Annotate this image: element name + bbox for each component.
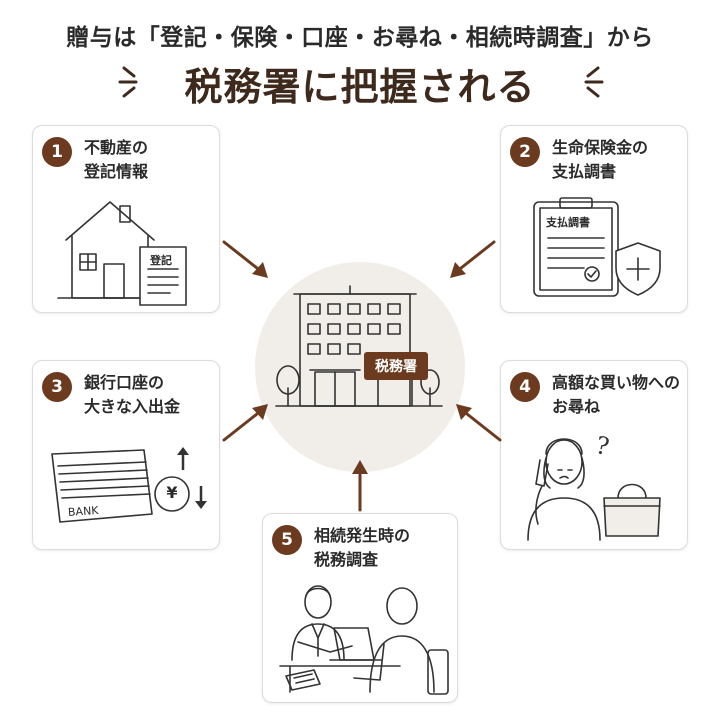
arrow-from-card-2 — [450, 240, 496, 278]
arrow-from-card-3 — [222, 404, 268, 442]
shield-plus-icon — [615, 242, 661, 296]
bankbook-label: BANK — [67, 503, 99, 520]
card-3-number-badge: 3 — [42, 372, 72, 402]
registry-document-label: 登記 — [150, 254, 172, 267]
arrow-down-icon — [195, 486, 207, 509]
card-1-number-badge: 1 — [42, 137, 72, 167]
card-5-number-badge: 5 — [272, 525, 302, 555]
card-2-label: 生命保険金の 支払調書 — [552, 138, 649, 181]
yen-symbol: ¥ — [166, 483, 178, 502]
arrow-from-card-1 — [222, 240, 268, 278]
clipboard-icon — [533, 197, 619, 297]
arrow-from-card-4 — [456, 404, 502, 442]
card-4-label: 高額な買い物への お尋ね — [552, 373, 681, 416]
card-4-number-badge: 4 — [510, 372, 540, 402]
tax-audit-meeting-icon — [279, 585, 449, 695]
registry-document-icon — [139, 246, 187, 306]
woman-on-phone-icon — [527, 438, 601, 541]
tax-office-sign: 税務署 — [364, 352, 428, 380]
card-2-number-badge: 2 — [510, 137, 540, 167]
sparkle-right-icon — [584, 66, 604, 98]
header-subtitle: 贈与は「登記・保険・口座・お尋ね・相続時調査」から — [66, 25, 654, 51]
card-1-label: 不動産の 登記情報 — [84, 138, 149, 181]
handbag-icon — [603, 483, 661, 537]
tax-office-building-icon — [275, 285, 443, 407]
sparkle-left-icon — [118, 66, 138, 98]
arrow-from-card-5 — [352, 460, 368, 512]
card-5-label: 相続発生時の 税務調査 — [314, 526, 411, 569]
payment-record-doc-label: 支払調書 — [546, 216, 590, 229]
card-3-label: 銀行口座の 大きな入出金 — [84, 373, 181, 416]
bankbook-icon — [51, 449, 153, 523]
header-title: 税務署に把握される — [184, 65, 536, 109]
yen-coin-icon — [154, 476, 190, 512]
arrow-up-icon — [177, 447, 189, 470]
